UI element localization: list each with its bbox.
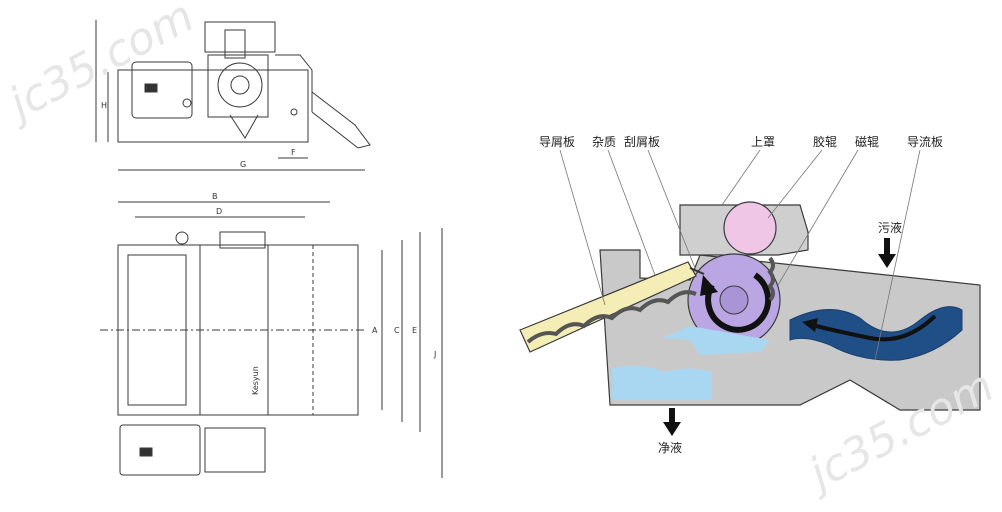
frame-body bbox=[117, 69, 309, 143]
bolt-icon bbox=[290, 108, 298, 116]
dim-label-C: C bbox=[394, 326, 400, 335]
label-rubber-roller: 胶辊 bbox=[813, 134, 837, 149]
impurity-sludge bbox=[526, 290, 697, 344]
clean-liquid-pool bbox=[612, 365, 712, 400]
leader-lines bbox=[559, 149, 921, 361]
label-guide-plate: 导屑板 bbox=[539, 135, 575, 149]
rubber-roller bbox=[723, 201, 777, 255]
dim-label-I: I bbox=[89, 71, 91, 80]
dirty-flow-arrowhead bbox=[802, 318, 818, 332]
dim-label-J: J bbox=[433, 350, 436, 359]
roller-hub bbox=[230, 75, 250, 95]
watermark-top-left: jc35.com bbox=[0, 0, 202, 132]
label-magnetic-roller: 磁辊 bbox=[855, 134, 879, 149]
grease-nipple-icon bbox=[182, 98, 192, 108]
gear-plate bbox=[207, 54, 269, 118]
magnetic-roller-hub bbox=[719, 285, 749, 315]
outlet-arrowhead bbox=[663, 422, 681, 436]
motor bbox=[131, 61, 193, 119]
label-impurity: 杂质 bbox=[592, 135, 616, 149]
roller-end-circle bbox=[217, 62, 263, 108]
dim-label-F: F bbox=[291, 148, 296, 157]
label-upper-cover: 上罩 bbox=[751, 135, 775, 149]
plan-motor-terminal-icon bbox=[139, 447, 153, 457]
roller-sludge bbox=[767, 256, 775, 302]
gear-box bbox=[224, 29, 246, 59]
upper-cover-edge bbox=[275, 54, 313, 112]
dim-label-B: B bbox=[212, 192, 218, 201]
rotation-arrow bbox=[705, 272, 772, 333]
side-elevation-view bbox=[95, 20, 371, 171]
plan-bolt-icon bbox=[175, 231, 189, 245]
label-dirty-liquid: 污液 bbox=[878, 220, 902, 235]
label-scraper: 刮屑板 bbox=[624, 135, 660, 149]
dim-label-H: H bbox=[101, 101, 107, 110]
dim-label-D: D bbox=[216, 207, 222, 216]
dirty-liquid-channel bbox=[789, 306, 963, 361]
dim-label-G: G bbox=[240, 160, 246, 169]
discharge-chute bbox=[311, 91, 371, 149]
top-plan-view bbox=[100, 201, 443, 478]
label-clean-liquid: 净液 bbox=[658, 440, 682, 455]
plan-motor bbox=[119, 424, 201, 476]
dim-label-E: E bbox=[412, 326, 417, 335]
plan-gear-top bbox=[219, 231, 266, 249]
dim-label-A: A bbox=[372, 326, 378, 335]
gear-housing bbox=[204, 21, 276, 53]
inlet-arrowhead bbox=[878, 254, 896, 268]
rotation-arrowhead bbox=[700, 275, 718, 296]
clean-liquid-film bbox=[662, 326, 770, 355]
label-flow-guide: 导流板 bbox=[907, 135, 943, 149]
hopper-outlet bbox=[229, 114, 259, 139]
separator-schematic bbox=[519, 149, 981, 436]
dirty-flow-arrow bbox=[811, 314, 937, 342]
motor-terminal-icon bbox=[144, 83, 158, 93]
scraper-edge bbox=[689, 267, 705, 275]
brand-lettering: Kesyun bbox=[251, 366, 260, 395]
plan-gearbox bbox=[204, 427, 266, 473]
